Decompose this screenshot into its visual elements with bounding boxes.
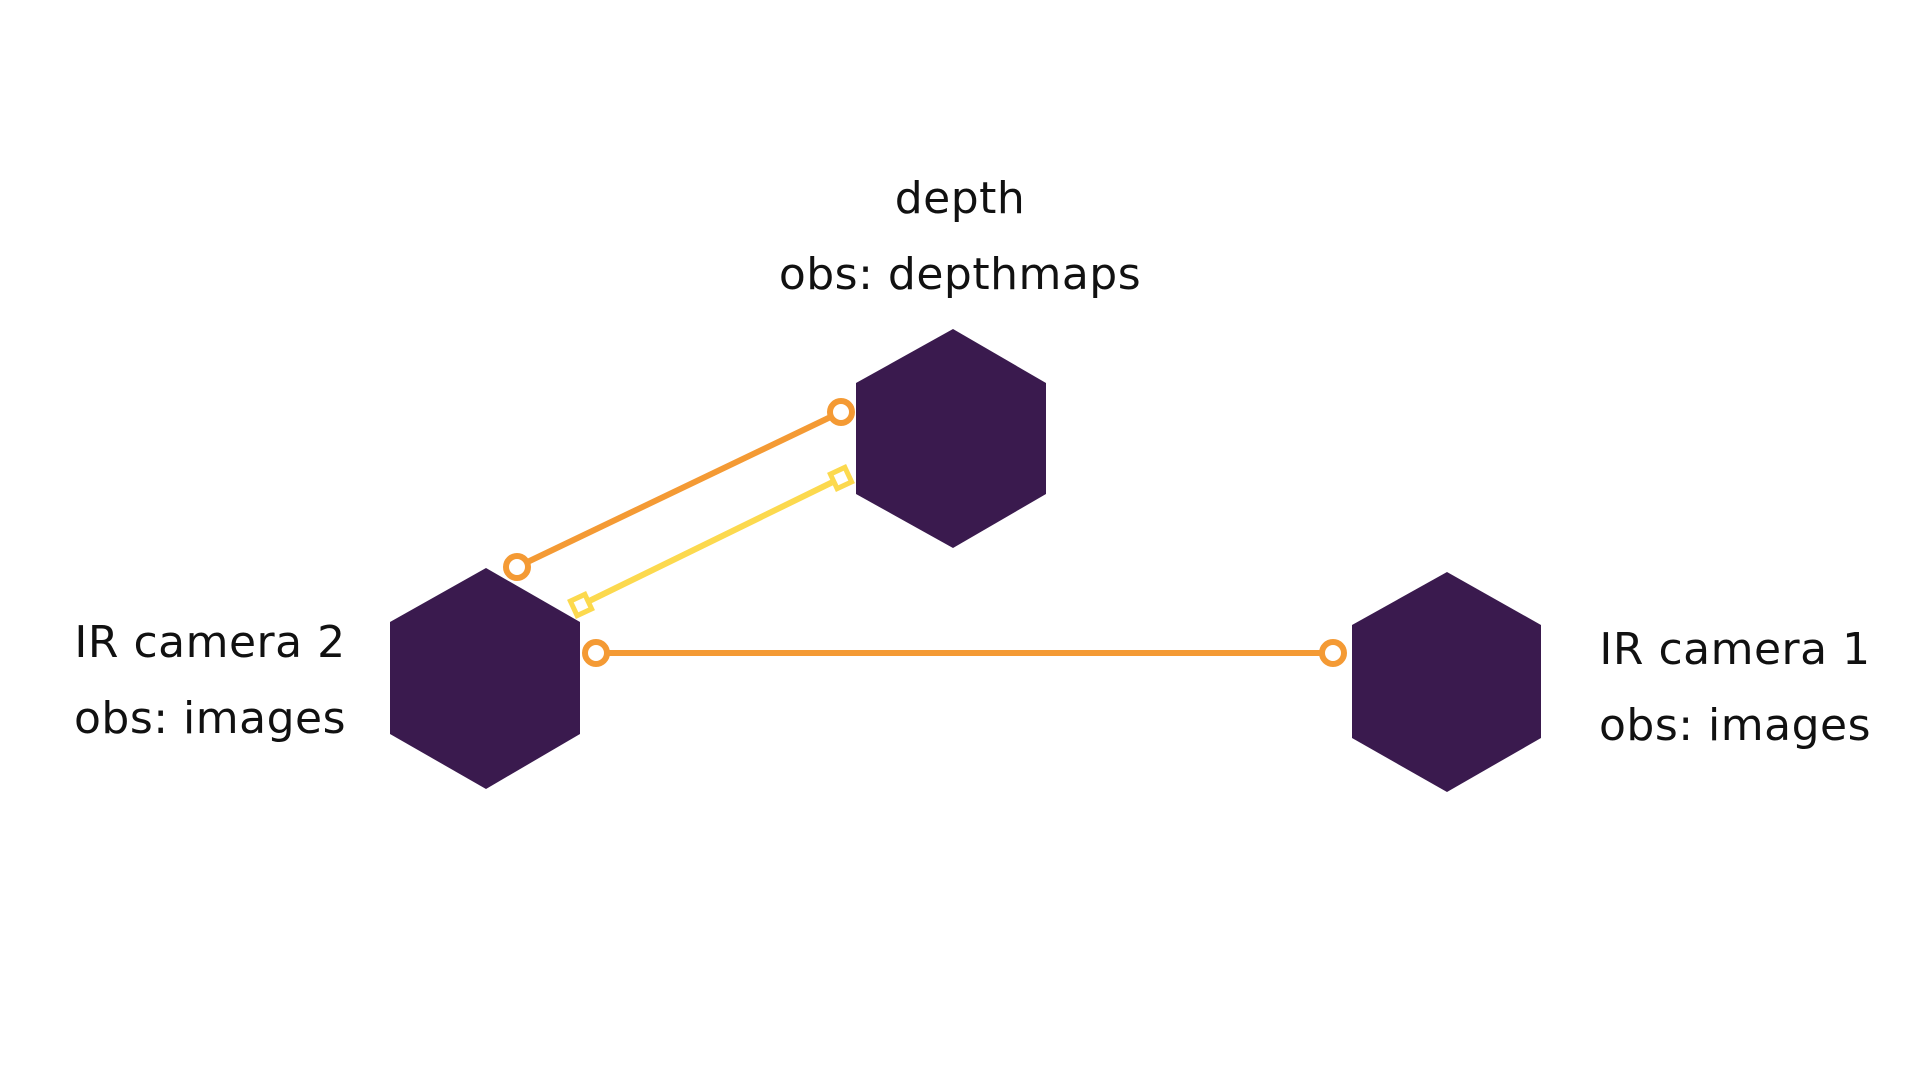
- hexagon-node-depth[interactable]: [856, 329, 1046, 548]
- link-cam2-depth-secondary[interactable]: [579, 475, 843, 608]
- link-end-circle: [1319, 639, 1347, 667]
- node-name: IR camera 2: [74, 617, 346, 668]
- link-end-diamond: [827, 464, 855, 492]
- hexagon-node-cam1[interactable]: [1352, 572, 1541, 792]
- link-end-diamond: [567, 591, 595, 619]
- node-observation: obs: depthmaps: [778, 249, 1142, 300]
- hexagon-node-cam2[interactable]: [390, 568, 580, 789]
- node-observation: obs: images: [1598, 700, 1872, 751]
- node-name: IR camera 1: [1599, 624, 1871, 675]
- link-cam2-depth-primary[interactable]: [515, 409, 843, 570]
- node-label-depth: depth obs: depthmaps: [760, 161, 1160, 313]
- link-end-circle: [582, 639, 610, 667]
- link-end-circle: [827, 398, 855, 426]
- node-label-cam2: IR camera 2 obs: images: [40, 605, 380, 757]
- node-label-cam1: IR camera 1 obs: images: [1565, 612, 1905, 764]
- link-end-circle: [503, 553, 531, 581]
- node-observation: obs: images: [73, 693, 347, 744]
- node-name: depth: [894, 173, 1026, 224]
